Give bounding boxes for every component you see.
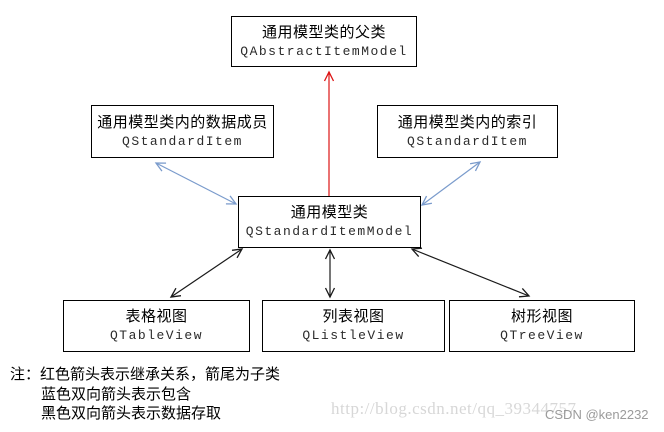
legend-line-data-access: 黑色双向箭头表示数据存取 xyxy=(41,405,222,422)
node-parent-class: 通用模型类的父类 QAbstractItemModel xyxy=(231,16,417,67)
node-title: 通用模型类内的索引 xyxy=(397,113,538,131)
node-class-name: QTreeView xyxy=(500,328,584,343)
containment-arrow-right xyxy=(420,161,482,206)
node-class-name: QStandardItem xyxy=(122,133,243,149)
node-title: 列表视图 xyxy=(322,308,385,325)
legend-line-inheritance: 注：红色箭头表示继承关系，箭尾为子类 xyxy=(10,366,281,383)
data-access-arrow-left xyxy=(169,248,244,298)
data-access-arrow-right xyxy=(410,247,531,298)
watermark-url: http://blog.csdn.net/qq_39344757 xyxy=(331,399,577,418)
node-class-name: QStandardItem xyxy=(407,133,528,149)
node-title: 通用模型类 xyxy=(290,204,369,221)
node-class-name: QAbstractItemModel xyxy=(240,43,408,59)
node-class-name: QListleView xyxy=(302,328,405,343)
node-index: 通用模型类内的索引 QStandardItem xyxy=(377,105,558,158)
node-class-name: QTableView xyxy=(109,328,203,343)
node-list-view: 列表视图 QListleView xyxy=(262,300,445,352)
legend-line-containment: 蓝色双向箭头表示包含 xyxy=(41,385,192,403)
node-tree-view: 树形视图 QTreeView xyxy=(449,300,635,352)
node-model: 通用模型类 QStandardItemModel xyxy=(238,196,421,248)
watermark-credit: CSDN @ken2232 xyxy=(545,407,649,422)
node-title: 通用模型类的父类 xyxy=(261,23,386,41)
node-class-name: QStandardItemModel xyxy=(245,224,414,239)
node-table-view: 表格视图 QTableView xyxy=(63,300,250,352)
legend-notes: 注：红色箭头表示继承关系，箭尾为子类 蓝色双向箭头表示包含 黑色双向箭头表示数据… xyxy=(10,365,280,424)
node-data-member: 通用模型类内的数据成员 QStandardItem xyxy=(91,105,274,158)
node-title: 表格视图 xyxy=(125,308,188,325)
node-title: 树形视图 xyxy=(510,308,573,325)
node-title: 通用模型类内的数据成员 xyxy=(97,113,268,131)
containment-arrow-left xyxy=(154,162,238,205)
